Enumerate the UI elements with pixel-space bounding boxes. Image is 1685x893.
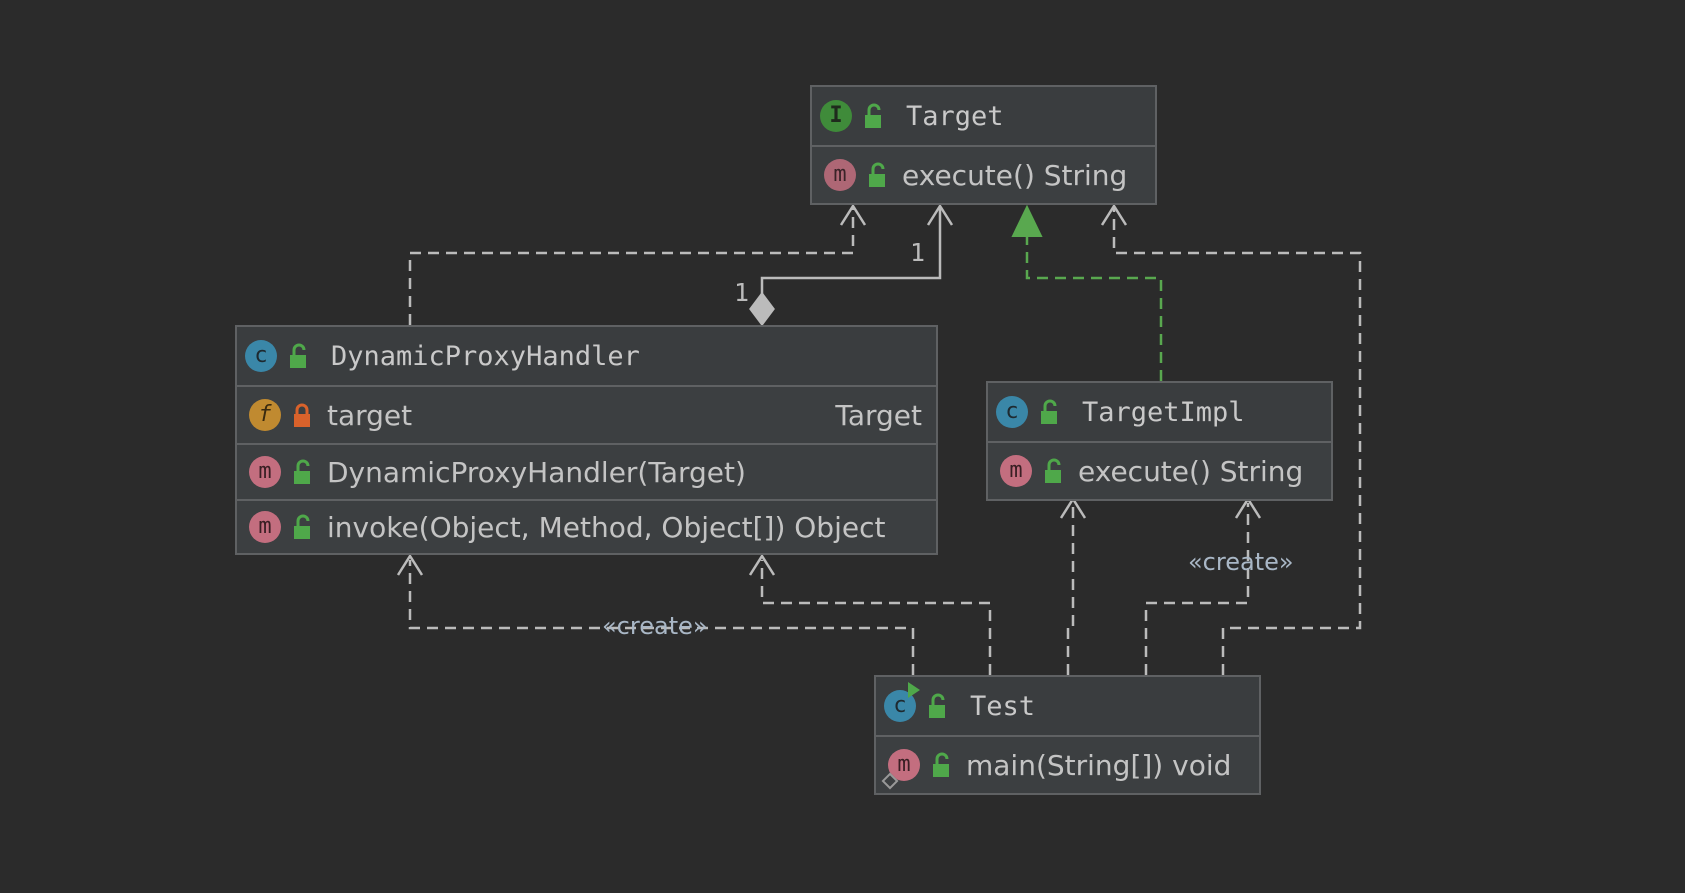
interface-target[interactable]: I Target m execute() String <box>810 85 1157 205</box>
arrowhead-target-right <box>1100 203 1128 226</box>
class-handler-header[interactable]: c DynamicProxyHandler <box>237 327 936 387</box>
arrowhead-handler-left <box>396 553 424 576</box>
arrowhead-target-left <box>839 203 867 226</box>
member-signature: DynamicProxyHandler(Target) <box>327 455 746 489</box>
public-lock-icon <box>1041 399 1057 424</box>
multiplicity-handler-end: 1 <box>734 278 750 307</box>
member-signature: invoke(Object, Method, Object[]) Object <box>327 510 886 544</box>
class-target-impl[interactable]: c TargetImpl m execute() String <box>986 381 1333 501</box>
static-marker-icon <box>881 772 899 790</box>
member-signature: execute() String <box>1078 454 1304 488</box>
create-label-handler: «create» <box>602 612 708 640</box>
member-row[interactable]: m execute() String <box>812 147 1155 203</box>
method-icon: m <box>249 456 281 488</box>
multiplicity-target-end: 1 <box>910 238 926 267</box>
edge-handler-composes-target <box>760 208 942 300</box>
class-icon: c <box>245 340 277 372</box>
member-row[interactable]: m main(String[]) void <box>876 737 1259 793</box>
realization-arrowhead <box>1011 204 1043 237</box>
member-row[interactable]: m invoke(Object, Method, Object[]) Objec… <box>237 499 936 553</box>
public-lock-icon <box>929 693 945 718</box>
static-method-icon: m <box>881 749 920 790</box>
field-icon: f <box>249 399 281 431</box>
public-lock-icon <box>290 343 306 368</box>
class-dynamic-proxy-handler[interactable]: c DynamicProxyHandler f target Target m … <box>235 325 938 555</box>
member-signature: execute() String <box>902 158 1128 192</box>
runnable-class-icon: c <box>884 682 920 722</box>
member-signature: main(String[]) void <box>966 748 1232 782</box>
class-name: TargetImpl <box>1082 396 1245 428</box>
member-type: Target <box>835 398 922 432</box>
public-lock-icon <box>1045 458 1061 483</box>
edge-handler-uses-target <box>408 208 855 325</box>
class-impl-header[interactable]: c TargetImpl <box>988 383 1331 443</box>
method-icon: m <box>1000 455 1032 487</box>
composition-diamond <box>749 291 775 327</box>
class-icon: c <box>996 396 1028 428</box>
edge-test-uses-target <box>1112 208 1362 675</box>
public-lock-icon <box>294 459 310 484</box>
class-name: DynamicProxyHandler <box>331 340 640 372</box>
edge-impl-realizes-target <box>1025 236 1163 381</box>
class-test[interactable]: c Test m main(String[]) void <box>874 675 1261 795</box>
method-icon: m <box>249 511 281 543</box>
private-lock-icon <box>294 403 310 427</box>
class-name: Test <box>970 690 1036 722</box>
edge-test-uses-handler <box>760 560 992 675</box>
method-icon: m <box>824 159 856 191</box>
interface-icon: I <box>820 100 852 132</box>
arrowhead-handler-right <box>748 553 776 576</box>
create-label-impl: «create» <box>1188 548 1294 576</box>
member-signature: target <box>327 398 413 432</box>
class-name: Target <box>906 100 1004 132</box>
edge-test-creates-handler <box>408 560 915 675</box>
interface-target-header[interactable]: I Target <box>812 87 1155 147</box>
public-lock-icon <box>933 752 949 777</box>
public-lock-icon <box>869 162 885 187</box>
run-icon <box>908 682 920 698</box>
member-row[interactable]: m DynamicProxyHandler(Target) <box>237 443 936 499</box>
edge-test-uses-impl <box>1066 503 1075 675</box>
member-row[interactable]: m execute() String <box>988 443 1331 499</box>
class-test-header[interactable]: c Test <box>876 677 1259 737</box>
arrowhead-target-middle <box>926 203 954 226</box>
public-lock-icon <box>865 103 881 128</box>
field-row[interactable]: f target Target <box>237 387 936 443</box>
edge-test-creates-impl <box>1144 503 1250 675</box>
public-lock-icon <box>294 514 310 539</box>
